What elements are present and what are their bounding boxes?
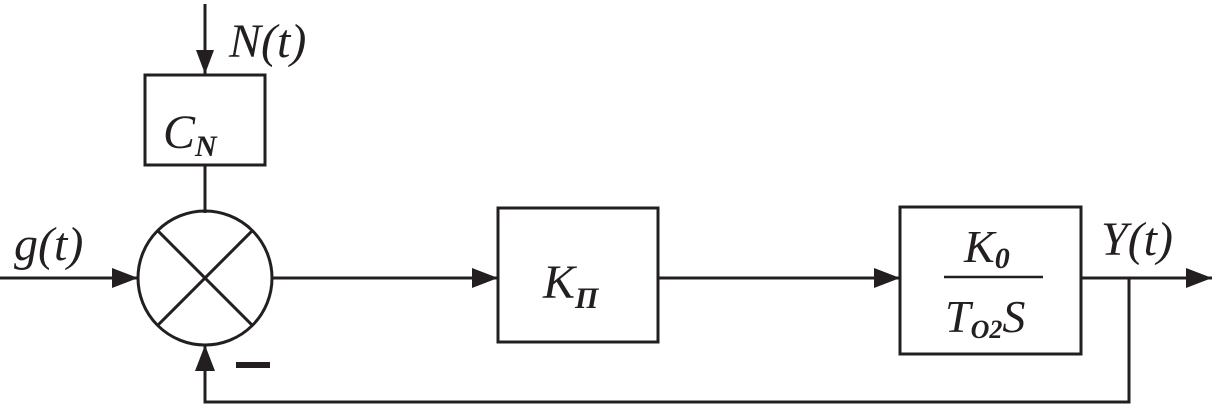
feedback-path <box>203 278 1131 404</box>
controller-to-plant-arrowhead <box>874 268 900 288</box>
controller-gain-label: KП <box>542 256 600 315</box>
controller-gain-block <box>496 206 660 344</box>
plant-denominator-tail: S <box>1002 291 1025 342</box>
plant-block <box>898 205 1083 356</box>
disturbance-arrowhead <box>196 50 214 74</box>
feedback-arrowhead <box>195 345 215 371</box>
reference-label: g(t) <box>14 218 83 271</box>
disturbance-gain-sub: N <box>194 130 218 163</box>
controller-gain-sub: П <box>574 282 600 315</box>
plant-numerator-sub: 0 <box>995 242 1010 275</box>
plant-denominator: TO2S <box>945 291 1025 344</box>
disturbance-gain-label: CN <box>163 106 218 163</box>
output-arrowhead <box>1186 268 1212 288</box>
sum-to-controller-arrowhead <box>472 268 498 288</box>
reference-input-arrowhead <box>112 268 138 288</box>
disturbance-label: N(t) <box>228 15 306 68</box>
plant-numerator: K0 <box>963 221 1010 275</box>
plant-denominator-main: T <box>945 291 974 342</box>
plant-denominator-sub: O2 <box>971 315 1003 344</box>
output-label: Y(t) <box>1101 213 1173 266</box>
feedback-minus-sign <box>236 362 270 368</box>
controller-gain-main: K <box>542 256 578 309</box>
plant-numerator-main: K <box>963 221 997 272</box>
summing-junction-cross-2 <box>156 229 254 327</box>
disturbance-gain-main: C <box>163 106 196 159</box>
